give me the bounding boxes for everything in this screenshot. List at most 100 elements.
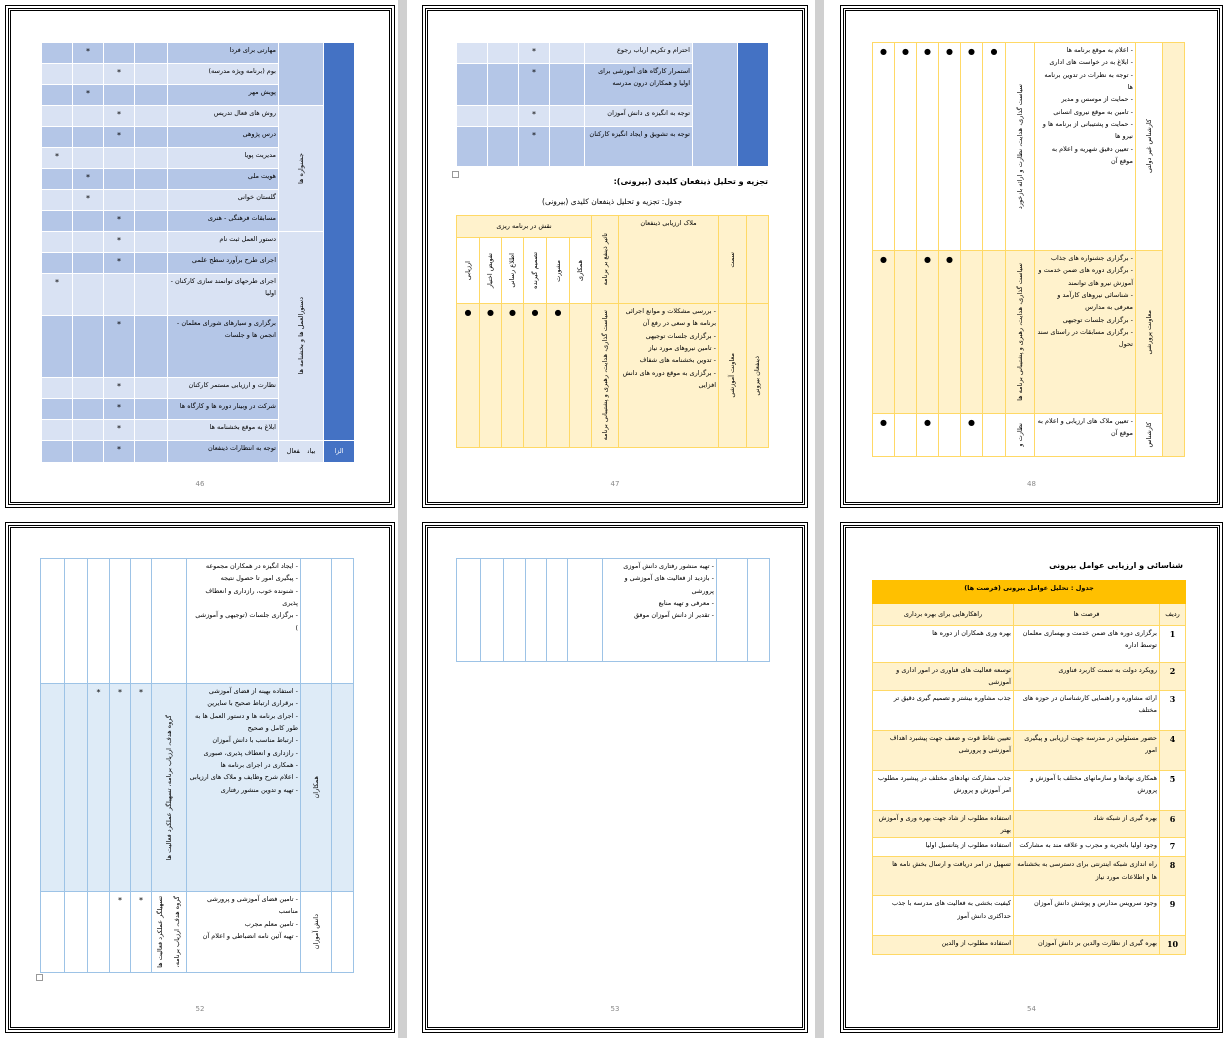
position-cell: کارشناس غیر دولتی [1135, 42, 1163, 251]
mark-cell [41, 126, 73, 148]
section-heading: تجزیه و تحلیل ذینفعان کلیدی (بیرونی): [613, 177, 768, 186]
position-cell [716, 558, 748, 662]
page-number: 54 [1027, 1005, 1036, 1013]
role-mark-cell [982, 250, 1006, 414]
table-row: *گلستان خوانی [41, 189, 355, 211]
mark-cell: * [518, 63, 550, 106]
check-mark: * [117, 257, 121, 266]
mark-cell [134, 147, 168, 169]
vertical-label: تصمیم گیرنده [530, 252, 539, 289]
page-52: 52- ایجاد انگیزه در همکاران مجموعه- پیگی… [5, 522, 395, 1033]
opportunity-cell: حضور مسئولین در مدرسه جهت ارزیابی و پیگی… [1013, 729, 1160, 771]
role-mark-cell [130, 558, 152, 684]
role-mark-cell: * [109, 683, 131, 892]
vertical-label: کارشناس [1144, 422, 1153, 448]
check-mark: * [532, 131, 536, 140]
mark-cell [41, 105, 73, 127]
opportunity-cell: وجود سرویس مدارس و پوشش دانش آموزان [1013, 895, 1160, 937]
mark-cell [134, 315, 168, 378]
mark-cell [134, 105, 168, 127]
position-cell: دانش آموزان [300, 891, 332, 973]
mark-cell [103, 42, 135, 64]
mark-cell [549, 63, 585, 106]
vertical-label: مشورت [553, 259, 562, 282]
page-number: 47 [610, 480, 620, 488]
list-item: - برگزاری جلسات (توجیهی و آموزشی [195, 611, 298, 620]
criteria-cell: - بررسی مشکلات و موانع اجرائی برنامه ها … [618, 303, 720, 448]
vertical-label: معاونت آموزشی [728, 353, 737, 398]
stakeholder-cell [1162, 42, 1185, 457]
criteria-cell: - اعلام به موقع برنامه ها- ابلاغ به در خ… [1034, 42, 1136, 251]
stakeholder-cell: ذینفعان بیرونی [746, 303, 770, 448]
check-mark: * [117, 445, 121, 454]
list-item: - برگزاری مسابقات در راستای سند تحول [1037, 328, 1133, 349]
mark-cell [41, 231, 73, 253]
role-mark-cell: * [130, 891, 152, 973]
impact-cell: سیاست گذاری، هدایت، رهبری و پشتیبانی برن… [1005, 250, 1035, 414]
program-name: ابلاغ به موقع بخشنامه ها [167, 419, 279, 441]
mark-cell [72, 231, 104, 253]
role-mark-cell [64, 558, 88, 684]
category-label: الزا [334, 447, 344, 456]
mark-cell [103, 168, 135, 190]
impact-cell: سیاست گذاری، هدایت، نظارت و ارائه بازخور… [1005, 42, 1035, 251]
role-mark-cell: ● [523, 303, 547, 448]
check-mark: * [117, 424, 121, 433]
criteria-cell: - تعیین ملاک های ارزیابی و اعلام به موقع… [1034, 413, 1136, 457]
page-number: 53 [610, 1005, 620, 1013]
list-item: - بازدید از فعالیت های آموزشی و پرورشی [624, 574, 714, 595]
anchor-marker [36, 974, 43, 981]
vertical-label: همکاری [576, 260, 585, 281]
table-caption: جدول: تجزیه و تحلیل ذینفعان کلیدی (بیرون… [542, 197, 682, 206]
empty-cell [567, 558, 603, 662]
program-name: دستور العمل ثبت نام [167, 231, 279, 253]
mark-cell [134, 273, 168, 316]
program-name: هویت ملی [167, 168, 279, 190]
role-mark-cell: ● [916, 250, 939, 414]
mark-cell: * [41, 273, 73, 316]
mark-cell [103, 147, 135, 169]
row-number: 3 [1158, 689, 1187, 731]
table: جدول : تحلیل عوامل بیرونی (فرصت ها)راهکا… [871, 580, 1187, 956]
stakeholder-header [746, 215, 770, 304]
check-mark: * [118, 688, 122, 697]
list-item: - بررسی مشکلات و موانع اجرائی برنامه ها … [625, 307, 717, 328]
criteria-cell: - استفاده بهینه از فضای آموزشی- برقراری … [186, 683, 301, 892]
empty-cell [525, 558, 547, 662]
empty-cell [503, 558, 526, 662]
page-46: 46*مهارتی برای فردا*بوم (برنامه ویژه مدر… [5, 5, 395, 508]
mark-cell [456, 42, 488, 64]
check-mark: ● [554, 308, 562, 317]
role-header: نقش در برنامه ریزی [455, 215, 593, 238]
vertical-label: گروه هدف، ارزیاب برنامه، تسهیلگر عملکرد … [164, 714, 173, 861]
mark-cell [134, 419, 168, 441]
vertical-label: دستورالعمل ها و بخشنامه ها [296, 297, 305, 375]
check-mark: ● [968, 47, 975, 56]
solution-cell: استفاده مطلوب از شاد جهت بهره وری و آموز… [872, 809, 1014, 839]
mark-cell [72, 273, 104, 316]
check-mark: * [55, 152, 59, 161]
role-mark-cell [894, 250, 917, 414]
list-item: - برگزاری جلسات توجیهی [645, 331, 717, 340]
mark-cell: * [518, 105, 550, 127]
role-mark-cell: * [130, 683, 152, 892]
mark-cell [41, 189, 73, 211]
criteria-cell: - ایجاد انگیزه در همکاران مجموعه- پیگیری… [186, 558, 301, 684]
program-name: روش های فعال تدریس [167, 105, 279, 127]
table-row: تعیین نقاط قوت و ضعف جهت پیشبرد اهداف آم… [872, 729, 1187, 771]
mark-cell [41, 419, 73, 441]
check-mark: * [117, 215, 121, 224]
list-item: - اعلام شرح وظایف و ملاک های ارزیابی [189, 773, 298, 782]
table-row: *احترام و تکریم ارباب رجوع [456, 42, 769, 167]
criteria-list: - اعلام به موقع برنامه ها- ابلاغ به در خ… [1037, 44, 1133, 167]
mark-cell [41, 315, 73, 378]
row-number: 5 [1158, 769, 1187, 811]
list-item: ) [295, 623, 298, 632]
opportunity-cell: وجود اولیا باتجربه و مجرب و علاقه مند به… [1013, 837, 1160, 858]
table-row: *پویش مهر [41, 84, 355, 106]
check-mark: * [139, 896, 143, 905]
criteria-cell: - تامین فضای آموزشی و پرورشی مناسب- تامی… [186, 891, 301, 973]
mark-cell: * [103, 377, 135, 399]
page-number: 48 [1027, 480, 1036, 488]
